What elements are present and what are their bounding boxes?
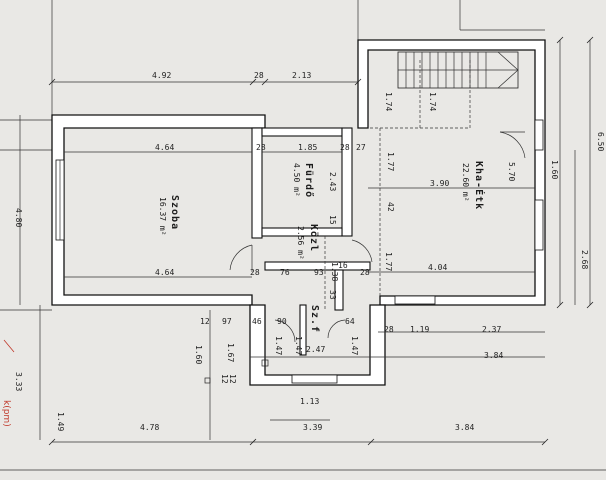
stair-icon	[397, 51, 519, 89]
dim-label: 1.47	[274, 336, 283, 355]
dim-label: 12	[200, 317, 210, 326]
dim-label: 1.74	[384, 92, 393, 111]
dim-label: 93	[314, 268, 324, 277]
room-name-szoba: Szoba	[169, 195, 180, 230]
dim-label: 1.60	[194, 345, 203, 364]
dim-label: 12	[220, 374, 229, 384]
room-area-khaetk: 22.60 m²	[461, 163, 470, 202]
dim-label: 33	[328, 290, 337, 300]
dim-label: 1.13	[300, 397, 319, 406]
dim-label: 64	[345, 317, 355, 326]
dim-label: 1.38	[330, 262, 339, 281]
dim-label: 27	[356, 143, 366, 152]
room-name-furdo: Fürdő	[303, 163, 315, 198]
dim-label: 28	[250, 268, 260, 277]
dim-label: 28	[384, 325, 394, 334]
room-area-furdo: 4.50 m²	[292, 163, 301, 197]
dim-label: 1.74	[428, 92, 437, 111]
dim-label: 15	[328, 215, 337, 225]
dim-label: 4.64	[155, 143, 174, 152]
room-name-khaetk: Kha-Étk	[473, 161, 486, 210]
dim-label: 3.84	[455, 423, 474, 432]
red-mark	[3, 339, 15, 353]
dim-label: 1.60	[550, 160, 559, 179]
dim-label: 4.80	[14, 208, 23, 227]
dim-label: 4.64	[155, 268, 174, 277]
dim-label: 4.92	[152, 71, 171, 80]
dim-label: 28	[254, 71, 264, 80]
dim-label: 42	[386, 202, 395, 212]
room-name-kozl: Közl	[308, 224, 319, 252]
dim-label: 6.50	[596, 132, 605, 151]
dim-label: 1.47	[294, 336, 303, 355]
dim-label: 1.77	[386, 152, 395, 171]
room-area-szoba: 16.37 m²	[158, 197, 167, 236]
dim-label: 97	[222, 317, 232, 326]
dimension-lines	[19, 40, 591, 443]
dim-label: 5.70	[507, 162, 516, 181]
dimension-ticks	[48, 36, 594, 446]
dim-label: 90	[277, 317, 287, 326]
dim-label: 28	[340, 143, 350, 152]
dim-label: 12	[228, 374, 237, 384]
dim-label: 1.85	[298, 143, 317, 152]
margin-note: k(pm)	[1, 400, 11, 427]
interior-walls	[251, 127, 371, 356]
dim-label: 3.33	[14, 372, 23, 391]
dim-label: 2.43	[328, 172, 337, 191]
marker-square	[204, 377, 211, 384]
room-area-kozl: 2.56 m²	[296, 226, 305, 260]
dim-label: 28	[256, 143, 266, 152]
door-swings	[229, 131, 526, 343]
dim-label: 76	[280, 268, 290, 277]
dim-label: 1.67	[226, 343, 235, 362]
dim-label: 1.77	[384, 252, 393, 271]
dim-label: 2.37	[482, 325, 501, 334]
windows	[55, 119, 544, 384]
dim-label: 1.19	[410, 325, 429, 334]
dim-label: 3.39	[303, 423, 322, 432]
marker-square	[261, 359, 269, 367]
dim-label: 4.78	[140, 423, 159, 432]
dim-label: 1.47	[350, 336, 359, 355]
dim-label: 46	[252, 317, 262, 326]
outer-walls	[51, 39, 546, 386]
dim-label: 3.84	[484, 351, 503, 360]
dim-label: 2.68	[580, 250, 589, 269]
dim-label: 2.47	[306, 345, 325, 354]
room-name-szf: Sz.f	[309, 305, 320, 333]
dim-label: 16	[338, 261, 348, 270]
dim-label: 1.49	[56, 412, 65, 431]
dim-label: 3.90	[430, 179, 449, 188]
dim-label: 4.04	[428, 263, 447, 272]
dim-label: 28	[360, 268, 370, 277]
dim-label: 2.13	[292, 71, 311, 80]
